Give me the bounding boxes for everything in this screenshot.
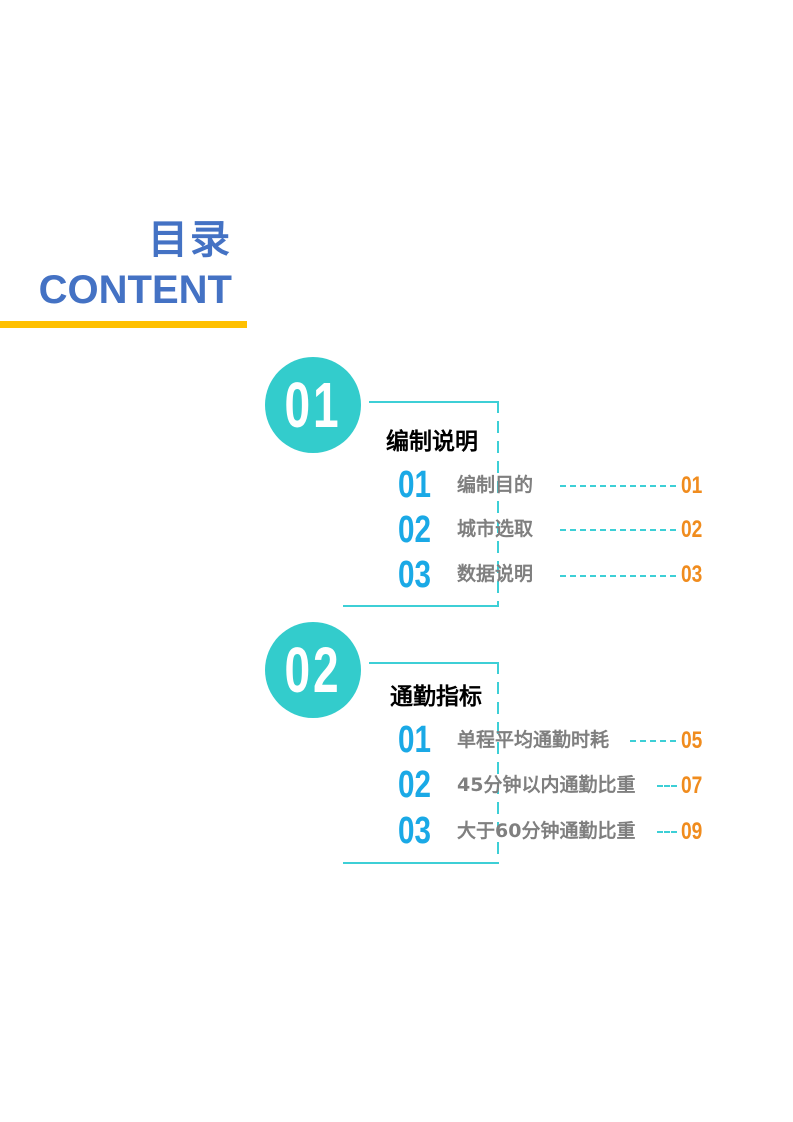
toc-item-page[interactable]: 05 xyxy=(681,727,703,754)
section-2-number: 02 xyxy=(284,634,342,706)
toc-item-page[interactable]: 02 xyxy=(681,516,703,543)
toc-item-number: 03 xyxy=(398,810,431,852)
section-2-badge: 02 xyxy=(265,622,361,718)
toc-leader-dots xyxy=(560,485,676,487)
toc-item-page[interactable]: 01 xyxy=(681,472,703,499)
toc-item-label[interactable]: 45分钟以内通勤比重 xyxy=(457,774,636,796)
section-2-bottom-line xyxy=(343,862,499,864)
toc-item-label[interactable]: 编制目的 xyxy=(457,474,534,496)
toc-title-english: CONTENT xyxy=(38,268,232,312)
toc-item-label[interactable]: 数据说明 xyxy=(457,563,534,585)
toc-item-number: 03 xyxy=(398,554,431,596)
toc-item-number: 01 xyxy=(398,464,431,506)
toc-item-label[interactable]: 单程平均通勤时耗 xyxy=(457,729,610,751)
toc-item-page[interactable]: 09 xyxy=(681,818,703,845)
toc-item-number: 02 xyxy=(398,509,431,551)
toc-item-label[interactable]: 大于60分钟通勤比重 xyxy=(457,820,636,842)
section-1-number: 01 xyxy=(284,369,342,441)
toc-item-number: 02 xyxy=(398,764,431,806)
toc-item-label[interactable]: 城市选取 xyxy=(457,518,534,540)
section-1-top-line xyxy=(369,401,499,403)
toc-item-page[interactable]: 07 xyxy=(681,772,703,799)
toc-leader-dots xyxy=(657,831,677,833)
toc-leader-dots xyxy=(560,575,676,577)
toc-item-page[interactable]: 03 xyxy=(681,561,703,588)
section-1-title: 编制说明 xyxy=(386,429,478,455)
title-underline-bar xyxy=(0,321,247,328)
section-2-title: 通勤指标 xyxy=(390,684,482,710)
toc-leader-dots xyxy=(560,529,676,531)
section-2-top-line xyxy=(369,662,499,664)
toc-title-chinese: 目录 xyxy=(148,217,232,263)
section-2-vertical-dashed-line xyxy=(497,662,499,864)
section-1-vertical-dashed-line xyxy=(497,401,499,607)
section-1-badge: 01 xyxy=(265,357,361,453)
toc-leader-dots xyxy=(630,740,676,742)
toc-item-number: 01 xyxy=(398,719,431,761)
section-1-bottom-line xyxy=(343,605,499,607)
toc-leader-dots xyxy=(657,785,677,787)
